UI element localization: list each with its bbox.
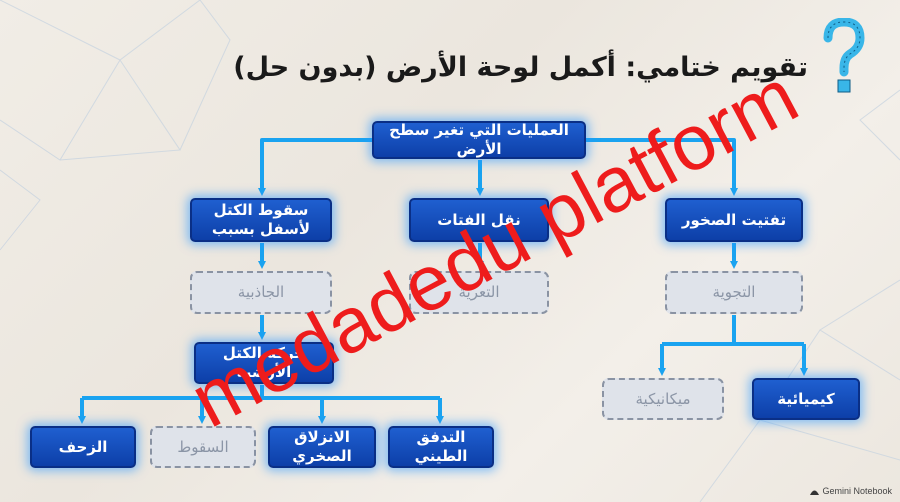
question-mark-icon	[823, 18, 865, 93]
notebook-logo-icon	[810, 490, 820, 495]
creep-node: الزحف	[30, 426, 136, 468]
mudflow-node: التدفق الطيني	[388, 426, 494, 468]
weathering-blank-node: التجوية	[665, 271, 803, 314]
mechanical-blank-node: ميكانيكية	[602, 378, 724, 420]
brand-text: Gemini Notebook	[822, 486, 892, 496]
mass-movement-node: حركة الكتل الأرضية	[194, 342, 334, 384]
rockslide-node: الانزلاق الصخري	[268, 426, 376, 468]
page-title: تقويم ختامي: أكمل لوحة الأرض (بدون حل)	[233, 52, 808, 83]
fall-blank-node: السقوط	[150, 426, 256, 468]
root-node: العمليات التي تغير سطح الأرض	[372, 121, 586, 159]
brand-label: Gemini Notebook	[810, 486, 892, 496]
chemical-node: كيميائية	[752, 378, 860, 420]
debris-transport-node: نقل الفتات	[409, 198, 549, 242]
mass-fall-node: سقوط الكتل لأسفل بسبب	[190, 198, 332, 242]
erosion-blank-node: التعرية	[409, 271, 549, 314]
rock-fragmentation-node: تفتيت الصخور	[665, 198, 803, 242]
gravity-blank-node: الجاذبية	[190, 271, 332, 314]
